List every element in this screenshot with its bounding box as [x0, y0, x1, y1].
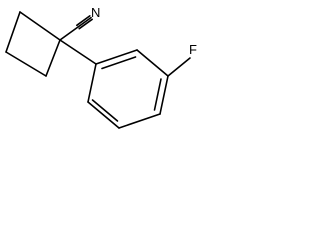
nitrile-triple-bond-3 — [78, 18, 93, 30]
benzene-bond-1 — [95, 49, 138, 65]
fluoro-group: F — [167, 42, 197, 77]
benzene-bond-6 — [87, 63, 97, 103]
nitrile-triple-bond-2 — [77, 16, 92, 28]
structure-diagram: N F — [5, 5, 197, 129]
ring-bond-right — [45, 39, 61, 77]
fluorine-label: F — [189, 42, 197, 57]
benzene-bond-4 — [118, 113, 161, 129]
ring-bond-left — [5, 11, 21, 53]
nitrile-group: N — [59, 5, 100, 41]
benzene-double-bond-b — [153, 78, 162, 111]
ring-bond-bottom — [5, 51, 47, 77]
benzene-double-bond-c — [91, 99, 119, 122]
ring-link-bond — [59, 39, 97, 65]
nitrogen-label: N — [91, 5, 100, 20]
nitrile-triple-bond-1 — [76, 15, 91, 27]
benzene-bond-5 — [87, 101, 120, 129]
fluorine-bond — [167, 57, 191, 77]
benzene-double-bond-a — [101, 56, 137, 70]
nitrile-single-bond — [59, 26, 79, 41]
benzene-bond-2 — [136, 49, 169, 77]
benzene-ring — [87, 49, 169, 129]
ring-bond-top — [19, 11, 61, 41]
benzene-bond-3 — [159, 75, 169, 115]
cyclobutane-ring — [5, 11, 61, 77]
